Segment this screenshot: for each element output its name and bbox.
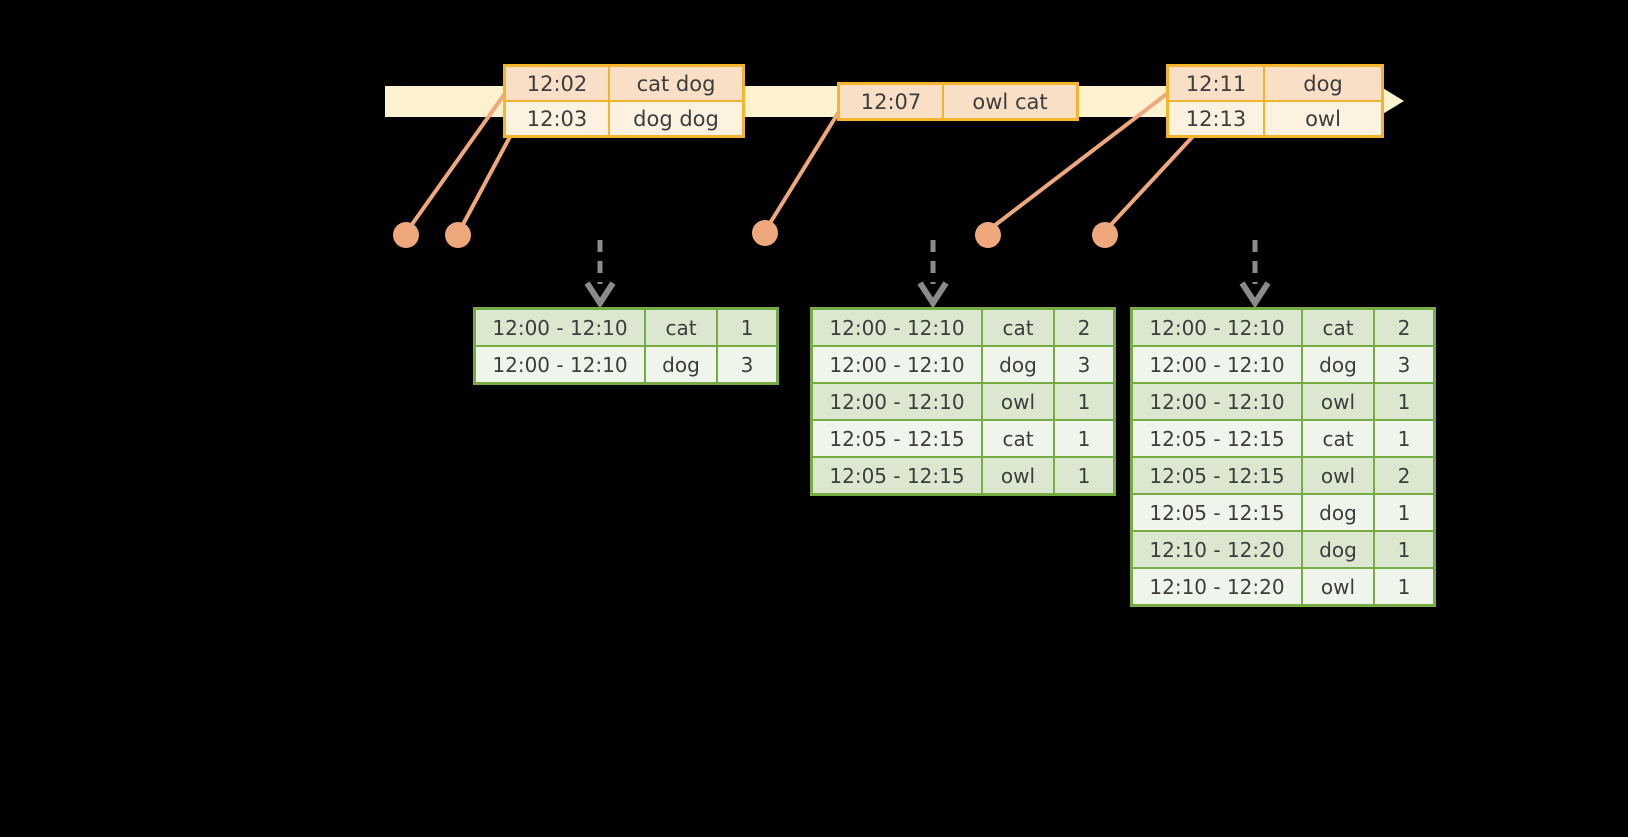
- word: owl: [1301, 567, 1375, 607]
- count: 1: [716, 307, 779, 347]
- event-connector-line: [765, 108, 842, 230]
- window-range: 12:00 - 12:10: [1130, 382, 1303, 421]
- word: owl: [981, 456, 1055, 496]
- window-range: 12:10 - 12:20: [1130, 530, 1303, 569]
- window-range: 12:05 - 12:15: [1130, 419, 1303, 458]
- window-range: 12:05 - 12:15: [1130, 493, 1303, 532]
- word: owl: [981, 382, 1055, 421]
- event-connector-line: [458, 130, 515, 231]
- trigger-arrow: [917, 240, 949, 309]
- count: 2: [1053, 307, 1116, 347]
- event-marker-dot: [1092, 222, 1118, 248]
- word: cat: [981, 419, 1055, 458]
- trigger-arrow: [1239, 240, 1271, 309]
- window-range: 12:00 - 12:10: [810, 382, 983, 421]
- window-range: 12:00 - 12:10: [1130, 307, 1303, 347]
- word: dog: [644, 345, 718, 385]
- window-range: 12:05 - 12:15: [810, 419, 983, 458]
- window-range: 12:00 - 12:10: [473, 345, 646, 385]
- event-words: dog dog: [608, 100, 745, 138]
- word: owl: [1301, 382, 1375, 421]
- word: dog: [1301, 493, 1375, 532]
- count: 3: [716, 345, 779, 385]
- event-words: dog: [1263, 64, 1384, 102]
- count: 3: [1373, 345, 1436, 384]
- count: 3: [1053, 345, 1116, 384]
- event-words: owl: [1263, 100, 1384, 138]
- trigger-arrow: [584, 240, 616, 309]
- window-range: 12:10 - 12:20: [1130, 567, 1303, 607]
- window-range: 12:00 - 12:10: [473, 307, 646, 347]
- word: dog: [981, 345, 1055, 384]
- count: 1: [1373, 567, 1436, 607]
- event-time: 12:13: [1166, 100, 1265, 138]
- event-marker-dot: [445, 222, 471, 248]
- window-range: 12:05 - 12:15: [1130, 456, 1303, 495]
- window-range: 12:00 - 12:10: [1130, 345, 1303, 384]
- count: 1: [1373, 419, 1436, 458]
- window-range: 12:00 - 12:10: [810, 345, 983, 384]
- event-connector-line: [1105, 131, 1198, 231]
- word: cat: [981, 307, 1055, 347]
- event-marker-dot: [393, 222, 419, 248]
- count: 2: [1373, 456, 1436, 495]
- word: cat: [644, 307, 718, 347]
- word: dog: [1301, 345, 1375, 384]
- count: 2: [1373, 307, 1436, 347]
- word: cat: [1301, 419, 1375, 458]
- event-time: 12:02: [503, 64, 610, 102]
- count: 1: [1053, 456, 1116, 496]
- count: 1: [1053, 419, 1116, 458]
- window-range: 12:00 - 12:10: [810, 307, 983, 347]
- count: 1: [1373, 382, 1436, 421]
- event-time: 12:07: [837, 82, 944, 121]
- word: owl: [1301, 456, 1375, 495]
- count: 1: [1373, 530, 1436, 569]
- word: dog: [1301, 530, 1375, 569]
- count: 1: [1053, 382, 1116, 421]
- event-time: 12:03: [503, 100, 610, 138]
- event-time: 12:11: [1166, 64, 1265, 102]
- window-range: 12:05 - 12:15: [810, 456, 983, 496]
- count: 1: [1373, 493, 1436, 532]
- event-words: cat dog: [608, 64, 745, 102]
- event-marker-dot: [975, 222, 1001, 248]
- event-marker-dot: [752, 220, 778, 246]
- event-words: owl cat: [942, 82, 1079, 121]
- word: cat: [1301, 307, 1375, 347]
